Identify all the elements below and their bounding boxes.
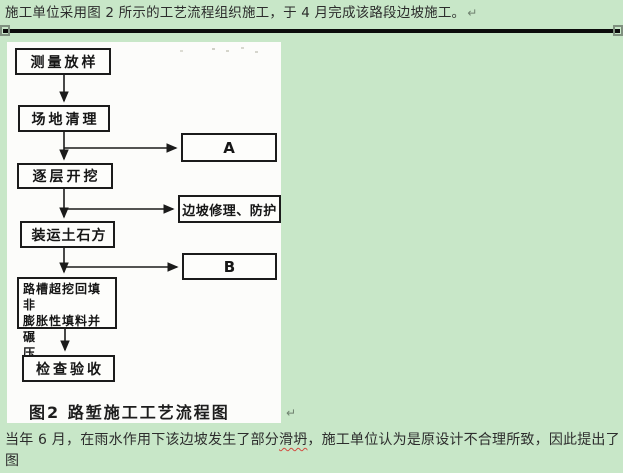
flow-node-survey-layout: 测量放样 [15,48,111,75]
paragraph-intro[interactable]: 施工单位采用图 2 所示的工艺流程组织施工，于 4 月完成该路段边坡施工。↵ [5,3,620,24]
flow-node-backfill-compaction: 路槽超挖回填非 膨胀性填料并碾 压 [17,277,117,360]
spellcheck-flagged-word: 滑坍 [279,432,308,448]
body-text-post: ，施工单位认为是原设计不合理所致，因此提出了图 [5,432,620,469]
flow-node-a: A [181,133,277,162]
paragraph-mark-icon: ↵ [467,6,478,20]
resize-handle-left[interactable] [0,25,10,36]
paragraph-mark-icon: ↵ [286,406,297,420]
flow-node-inspection-acceptance: 检查验收 [22,355,115,382]
flow-node-layered-excavation: 逐层开挖 [17,163,113,189]
paragraph-body[interactable]: 当年 6 月，在雨水作用下该边坡发生了部分滑坍，施工单位认为是原设计不合理所致，… [5,430,621,473]
flow-node-slope-repair-protection: 边坡修理、防护 [178,195,281,223]
flowchart-image[interactable]: 测量放样 场地清理 逐层开挖 装运土石方 路槽超挖回填非 膨胀性填料并碾 压 检… [7,42,281,423]
scan-noise [212,48,215,50]
flow-connector-arrows [59,75,179,352]
figure-caption: 图2 路堑施工工艺流程图 [29,403,230,422]
flow-node-earthwork-hauling: 装运土石方 [20,221,115,248]
intro-text: 施工单位采用图 2 所示的工艺流程组织施工，于 4 月完成该路段边坡施工。 [5,5,466,21]
flow-node-site-clearing: 场地清理 [18,105,110,132]
flow-node-b: B [182,253,277,280]
resize-handle-right[interactable] [613,25,623,36]
selected-horizontal-rule[interactable] [3,29,620,33]
body-text-pre: 当年 6 月，在雨水作用下该边坡发生了部分 [5,432,280,448]
